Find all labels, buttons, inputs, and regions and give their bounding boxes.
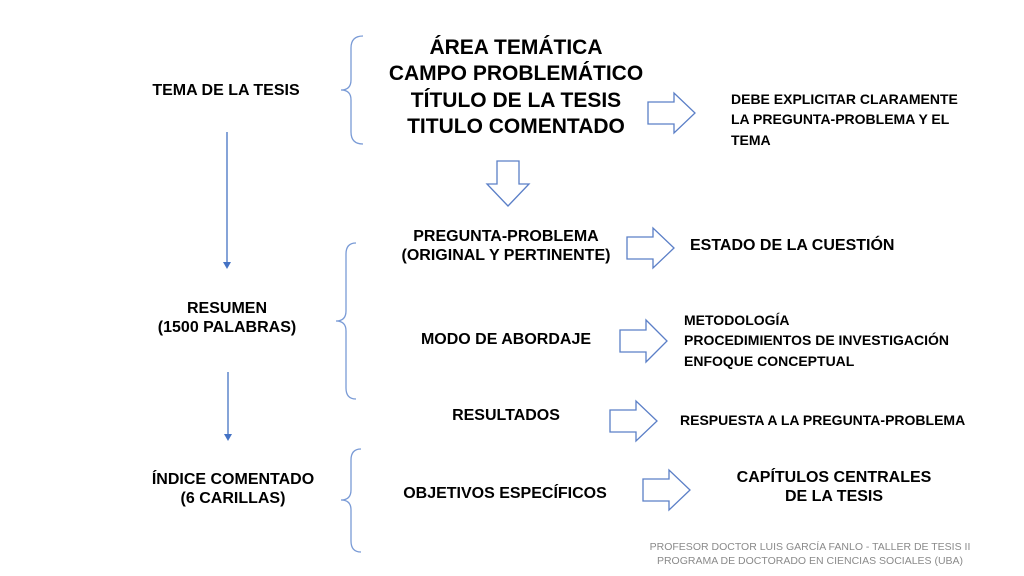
right-arrow-icon-metodologia [619,318,668,364]
metodologia-line-3: ENFOQUE CONCEPTUAL [684,352,855,369]
brace-top [340,35,364,145]
top-block-line-2: CAMPO PROBLEMÁTICO [388,62,644,86]
capitulos-centrales: CAPÍTULOS CENTRALES DE LA TESIS [712,468,956,506]
connector-tema-resumen-head [223,262,231,269]
connector-resumen-indice-head [224,434,232,441]
top-block-line-1: ÁREA TEMÁTICA [429,36,603,59]
indice-box: ÍNDICE COMENTADO (6 CARILLAS) [120,470,346,508]
footer-line-2: PROGRAMA DE DOCTORADO EN CIENCIAS SOCIAL… [656,555,964,568]
footer-line-1: PROFESOR DOCTOR LUIS GARCÍA FANLO - TALL… [649,541,971,553]
pregunta-line-2: (ORIGINAL Y PERTINENTE) [401,247,611,265]
metodologia-line-2: PROCEDIMIENTOS DE INVESTIGACIÓN [684,332,949,349]
brace-middle [335,242,357,400]
right-arrow-icon-respuesta [609,399,658,443]
metodologia-line-1: METODOLOGÍA [684,312,790,328]
pregunta-problema: PREGUNTA-PROBLEMA (ORIGINAL Y PERTINENTE… [376,227,636,265]
debe-explicitar: DEBE EXPLICITAR CLARAMENTE LA PREGUNTA-P… [731,89,958,150]
estado-de-la-cuestion: ESTADO DE LA CUESTIÓN [690,237,895,254]
resultados: RESULTADOS [452,407,560,424]
resumen-line-2: (1500 PALABRAS) [157,319,297,337]
capitulos-line-1: CAPÍTULOS CENTRALES [736,469,932,486]
top-block-line-3: TÍTULO DE LA TESIS [410,88,622,112]
down-arrow-icon [485,160,531,207]
debe-line-3: TEMA [731,131,771,148]
debe-line-1: DEBE EXPLICITAR CLARAMENTE [731,91,958,107]
footer-credits: PROFESOR DOCTOR LUIS GARCÍA FANLO - TALL… [620,540,1000,568]
top-block: ÁREA TEMÁTICA CAMPO PROBLEMÁTICO TÍTULO … [376,35,656,140]
capitulos-line-2: DE LA TESIS [784,488,884,506]
objetivos-especificos: OBJETIVOS ESPECÍFICOS [403,485,607,502]
right-arrow-icon-capitulos [642,468,691,512]
pregunta-line-1: PREGUNTA-PROBLEMA [413,228,599,245]
indice-line-1: ÍNDICE COMENTADO [151,471,315,488]
tema-de-la-tesis: TEMA DE LA TESIS [152,82,300,99]
debe-line-2: LA PREGUNTA-PROBLEMA Y EL [731,111,950,128]
resumen-box: RESUMEN (1500 PALABRAS) [117,299,337,337]
top-block-line-4: TITULO COMENTADO [407,114,625,138]
resumen-line-1: RESUMEN [186,300,267,317]
brace-bottom [340,448,362,553]
right-arrow-icon-debe [647,91,696,135]
indice-line-2: (6 CARILLAS) [180,490,286,508]
right-arrow-icon-estado [626,226,675,270]
respuesta: RESPUESTA A LA PREGUNTA-PROBLEMA [680,412,966,428]
metodologia-list: METODOLOGÍA PROCEDIMIENTOS DE INVESTIGAC… [684,310,949,371]
modo-de-abordaje: MODO DE ABORDAJE [420,331,592,348]
